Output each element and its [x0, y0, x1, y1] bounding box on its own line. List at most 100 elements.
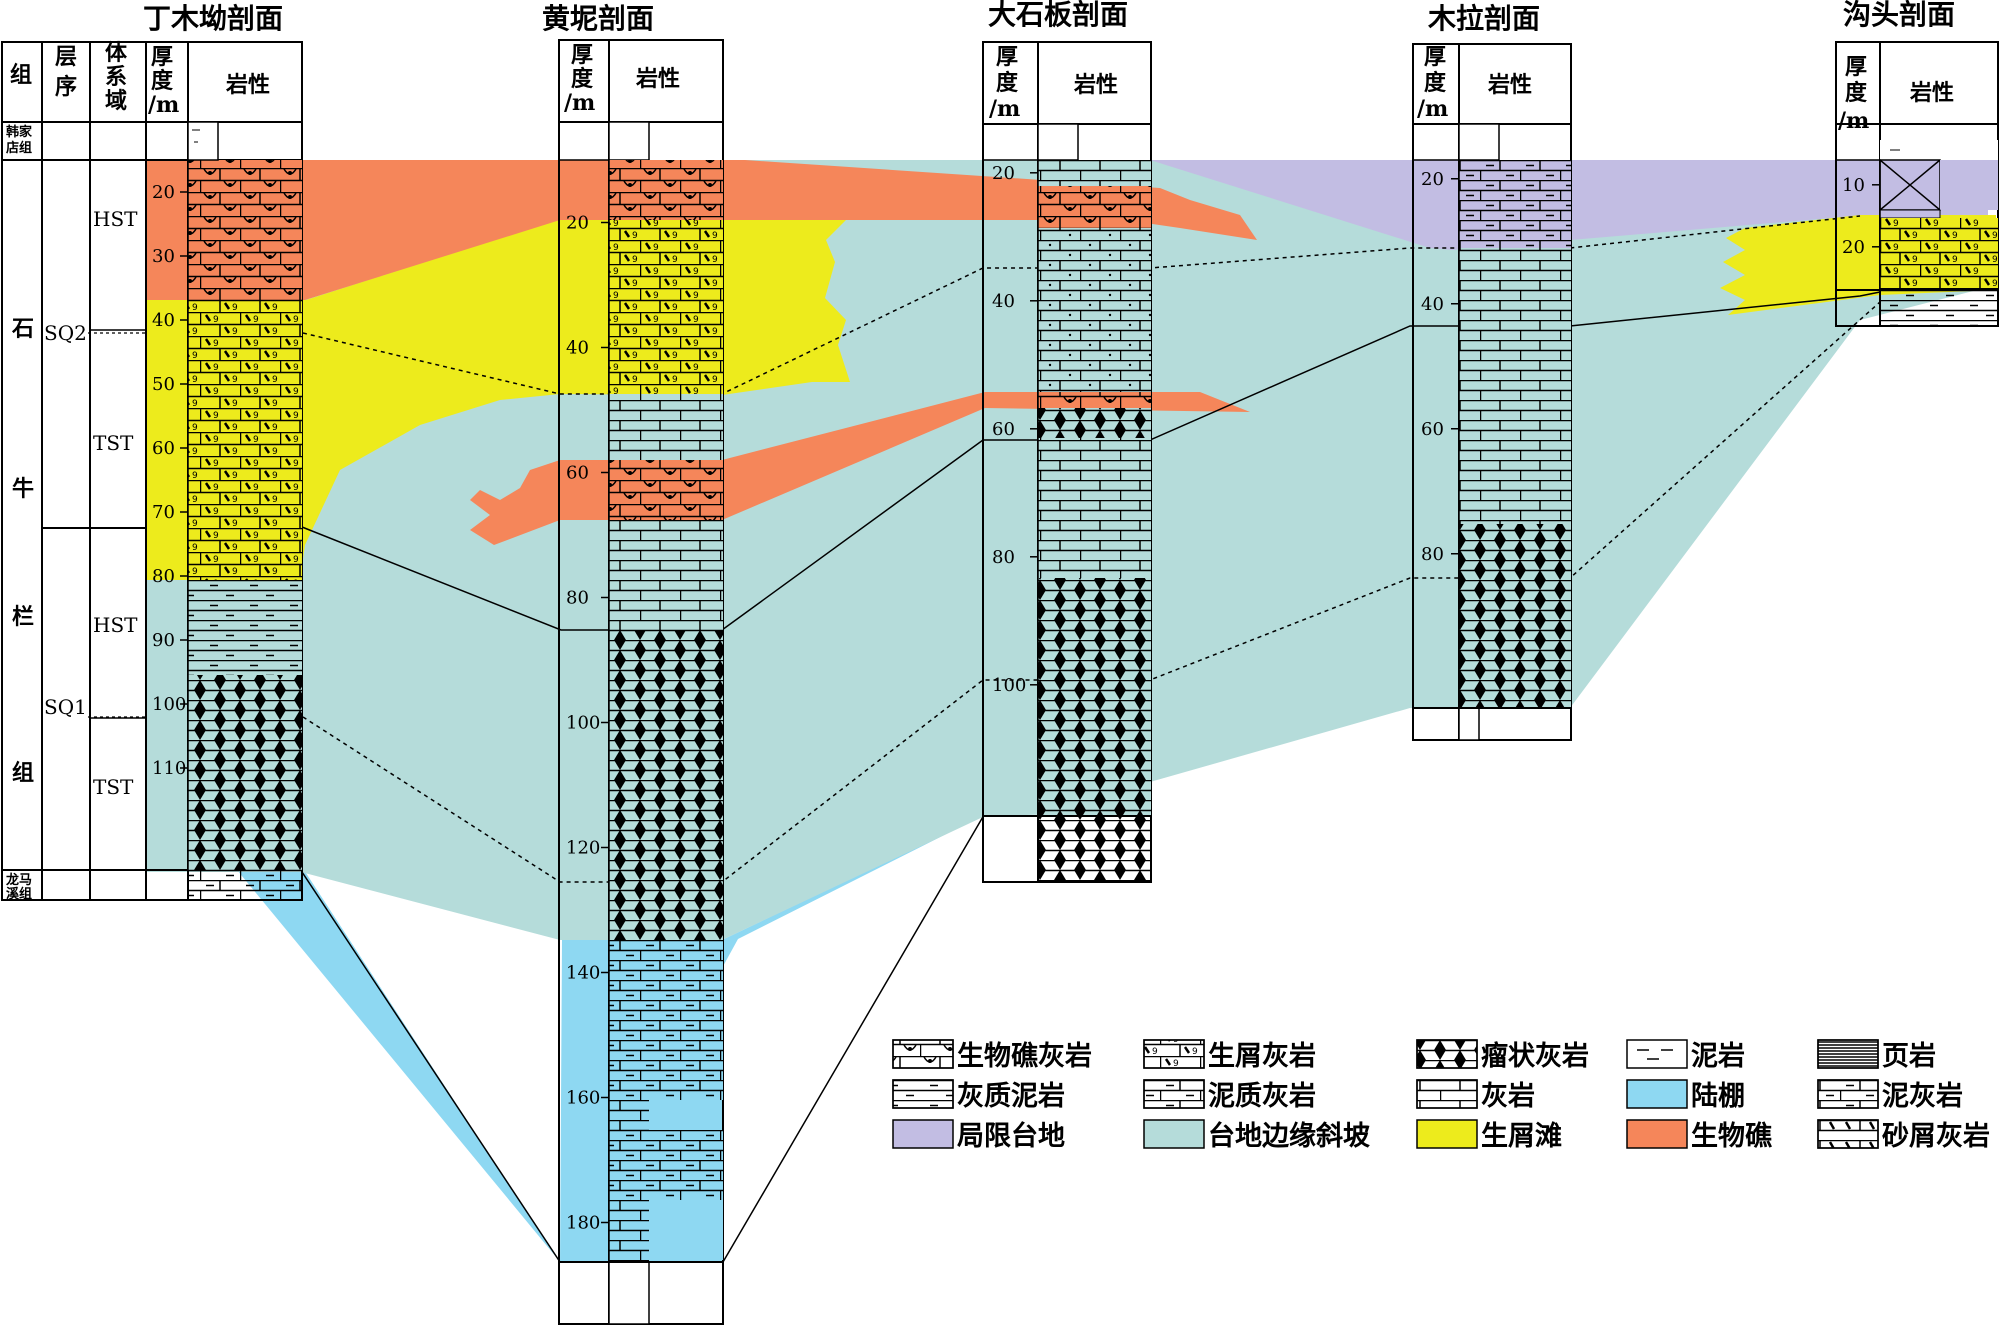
header-lithology: 岩性	[1073, 72, 1118, 98]
legend-item: 泥质灰岩	[1143, 1079, 1316, 1112]
depth-tick-label: 40	[152, 310, 175, 331]
header-thickness-2: 度	[1845, 80, 1868, 106]
legend-item: 页岩	[1817, 1039, 1936, 1072]
legend-item: 台地边缘斜坡	[1143, 1119, 1370, 1152]
section-title: 丁木坳剖面	[143, 2, 283, 35]
depth-scale-goutou: 10 20	[1842, 175, 1880, 258]
depth-tick-label: 140	[566, 963, 600, 984]
header-group: 组	[10, 62, 32, 88]
depth-tick-label: 20	[992, 163, 1015, 184]
legend-label: 生屑灰岩	[1208, 1041, 1316, 1072]
depth-tick-label: 20	[1421, 169, 1444, 190]
depth-tick-label: 60	[1421, 419, 1444, 440]
formation-bottom-2: 溪组	[6, 886, 32, 902]
legend-label: 砂屑灰岩	[1882, 1121, 1990, 1152]
legend-label: 页岩	[1882, 1041, 1936, 1072]
legend-item: 生屑滩	[1416, 1119, 1562, 1152]
legend-item: 灰质泥岩	[892, 1079, 1065, 1112]
depth-tick-label: 60	[992, 419, 1015, 440]
depth-tick-label: 30	[152, 246, 175, 267]
depth-tick-label: 20	[1842, 237, 1865, 258]
legend-item: 灰岩	[1416, 1079, 1535, 1112]
legend-label: 生物礁	[1691, 1121, 1772, 1152]
header-thickness-1: 厚	[1845, 54, 1867, 80]
formation-bottom: 龙马	[6, 872, 32, 888]
depth-tick-label: 160	[566, 1088, 600, 1109]
bioclastic-shoal-fill-icon	[1416, 1119, 1478, 1149]
legend-label: 局限台地	[957, 1120, 1065, 1152]
depth-tick-label: 60	[566, 463, 589, 484]
legend-label: 陆棚	[1691, 1081, 1745, 1112]
section-dingmu: 丁木坳剖面 组 层 序 体 系 域 厚 度 /m 岩性 韩家 店组 龙马 溪组 …	[1, 2, 303, 902]
section-title: 黄坭剖面	[542, 2, 654, 35]
legend-item: 泥岩	[1626, 1039, 1745, 1072]
legend-item: 生物礁灰岩	[892, 1039, 1092, 1072]
header-thickness-2: 度	[571, 66, 594, 92]
legend-item: 陆棚	[1626, 1079, 1745, 1112]
mfs-sq2	[302, 215, 1861, 395]
header-thickness-3: /m	[148, 92, 179, 118]
legend-label: 泥质灰岩	[1208, 1081, 1316, 1112]
shelf-boundary-left	[301, 871, 561, 1263]
legend-item: 生屑灰岩	[1143, 1039, 1316, 1072]
header-tract-3: 域	[105, 88, 127, 114]
shelf-fill-icon	[1626, 1079, 1688, 1109]
header-lithology: 岩性	[1487, 72, 1532, 98]
depth-tick-label: 110	[152, 758, 186, 779]
depth-tick-label: 20	[152, 182, 175, 203]
legend-label: 生物礁灰岩	[957, 1041, 1092, 1072]
tract-hst-lower: HST	[93, 613, 138, 637]
formation-main-3: 栏	[12, 604, 34, 630]
header-sequence-1: 层	[55, 44, 77, 70]
header-thickness-2: 度	[1424, 70, 1447, 96]
depth-tick-label: 50	[152, 374, 175, 395]
header-thickness-3: /m	[564, 90, 595, 116]
shelf-boundary-right	[722, 814, 985, 1263]
depth-tick-label: 120	[566, 838, 600, 859]
legend-item: 砂屑灰岩	[1817, 1119, 1990, 1152]
legend-item: 泥灰岩	[1817, 1079, 1963, 1112]
reef-facies-upper	[146, 160, 1257, 300]
sequence-sq1: SQ1	[44, 695, 87, 719]
header-tract-2: 系	[105, 64, 127, 90]
header-thickness-3: /m	[989, 96, 1020, 122]
header-thickness-1: 厚	[1424, 44, 1446, 70]
depth-tick-label: 80	[1421, 544, 1444, 565]
tract-hst-upper: HST	[93, 207, 138, 231]
legend-label: 灰质泥岩	[957, 1081, 1065, 1112]
formation-main-2: 牛	[12, 476, 34, 502]
depth-tick-label: 100	[152, 694, 186, 715]
header-thickness-3: /m	[1838, 108, 1869, 134]
section-title: 大石板剖面	[988, 0, 1128, 31]
header-sequence-2: 序	[55, 74, 77, 100]
depth-tick-label: 10	[1842, 175, 1865, 196]
depth-tick-label: 80	[566, 588, 589, 609]
depth-tick-label: 20	[566, 213, 589, 234]
header-thickness-2: 度	[996, 70, 1019, 96]
header-thickness-3: /m	[1417, 96, 1448, 122]
tract-tst-lower: TST	[93, 775, 134, 799]
depth-tick-label: 90	[152, 630, 175, 651]
reef-fill-icon	[1626, 1119, 1688, 1149]
formation-main-4: 组	[12, 760, 34, 786]
depth-tick-label: 60	[152, 438, 175, 459]
platform-slope-fill-icon	[1143, 1119, 1205, 1149]
legend-label: 生屑滩	[1481, 1120, 1562, 1152]
legend-label: 台地边缘斜坡	[1208, 1120, 1370, 1152]
depth-tick-label: 100	[992, 675, 1026, 696]
legend-label: 瘤状灰岩	[1481, 1040, 1589, 1072]
section-title: 沟头剖面	[1843, 0, 1955, 31]
formation-main-1: 石	[11, 316, 34, 342]
header-lithology: 岩性	[225, 72, 270, 98]
tract-tst-upper: TST	[93, 431, 134, 455]
depth-tick-label: 40	[992, 291, 1015, 312]
